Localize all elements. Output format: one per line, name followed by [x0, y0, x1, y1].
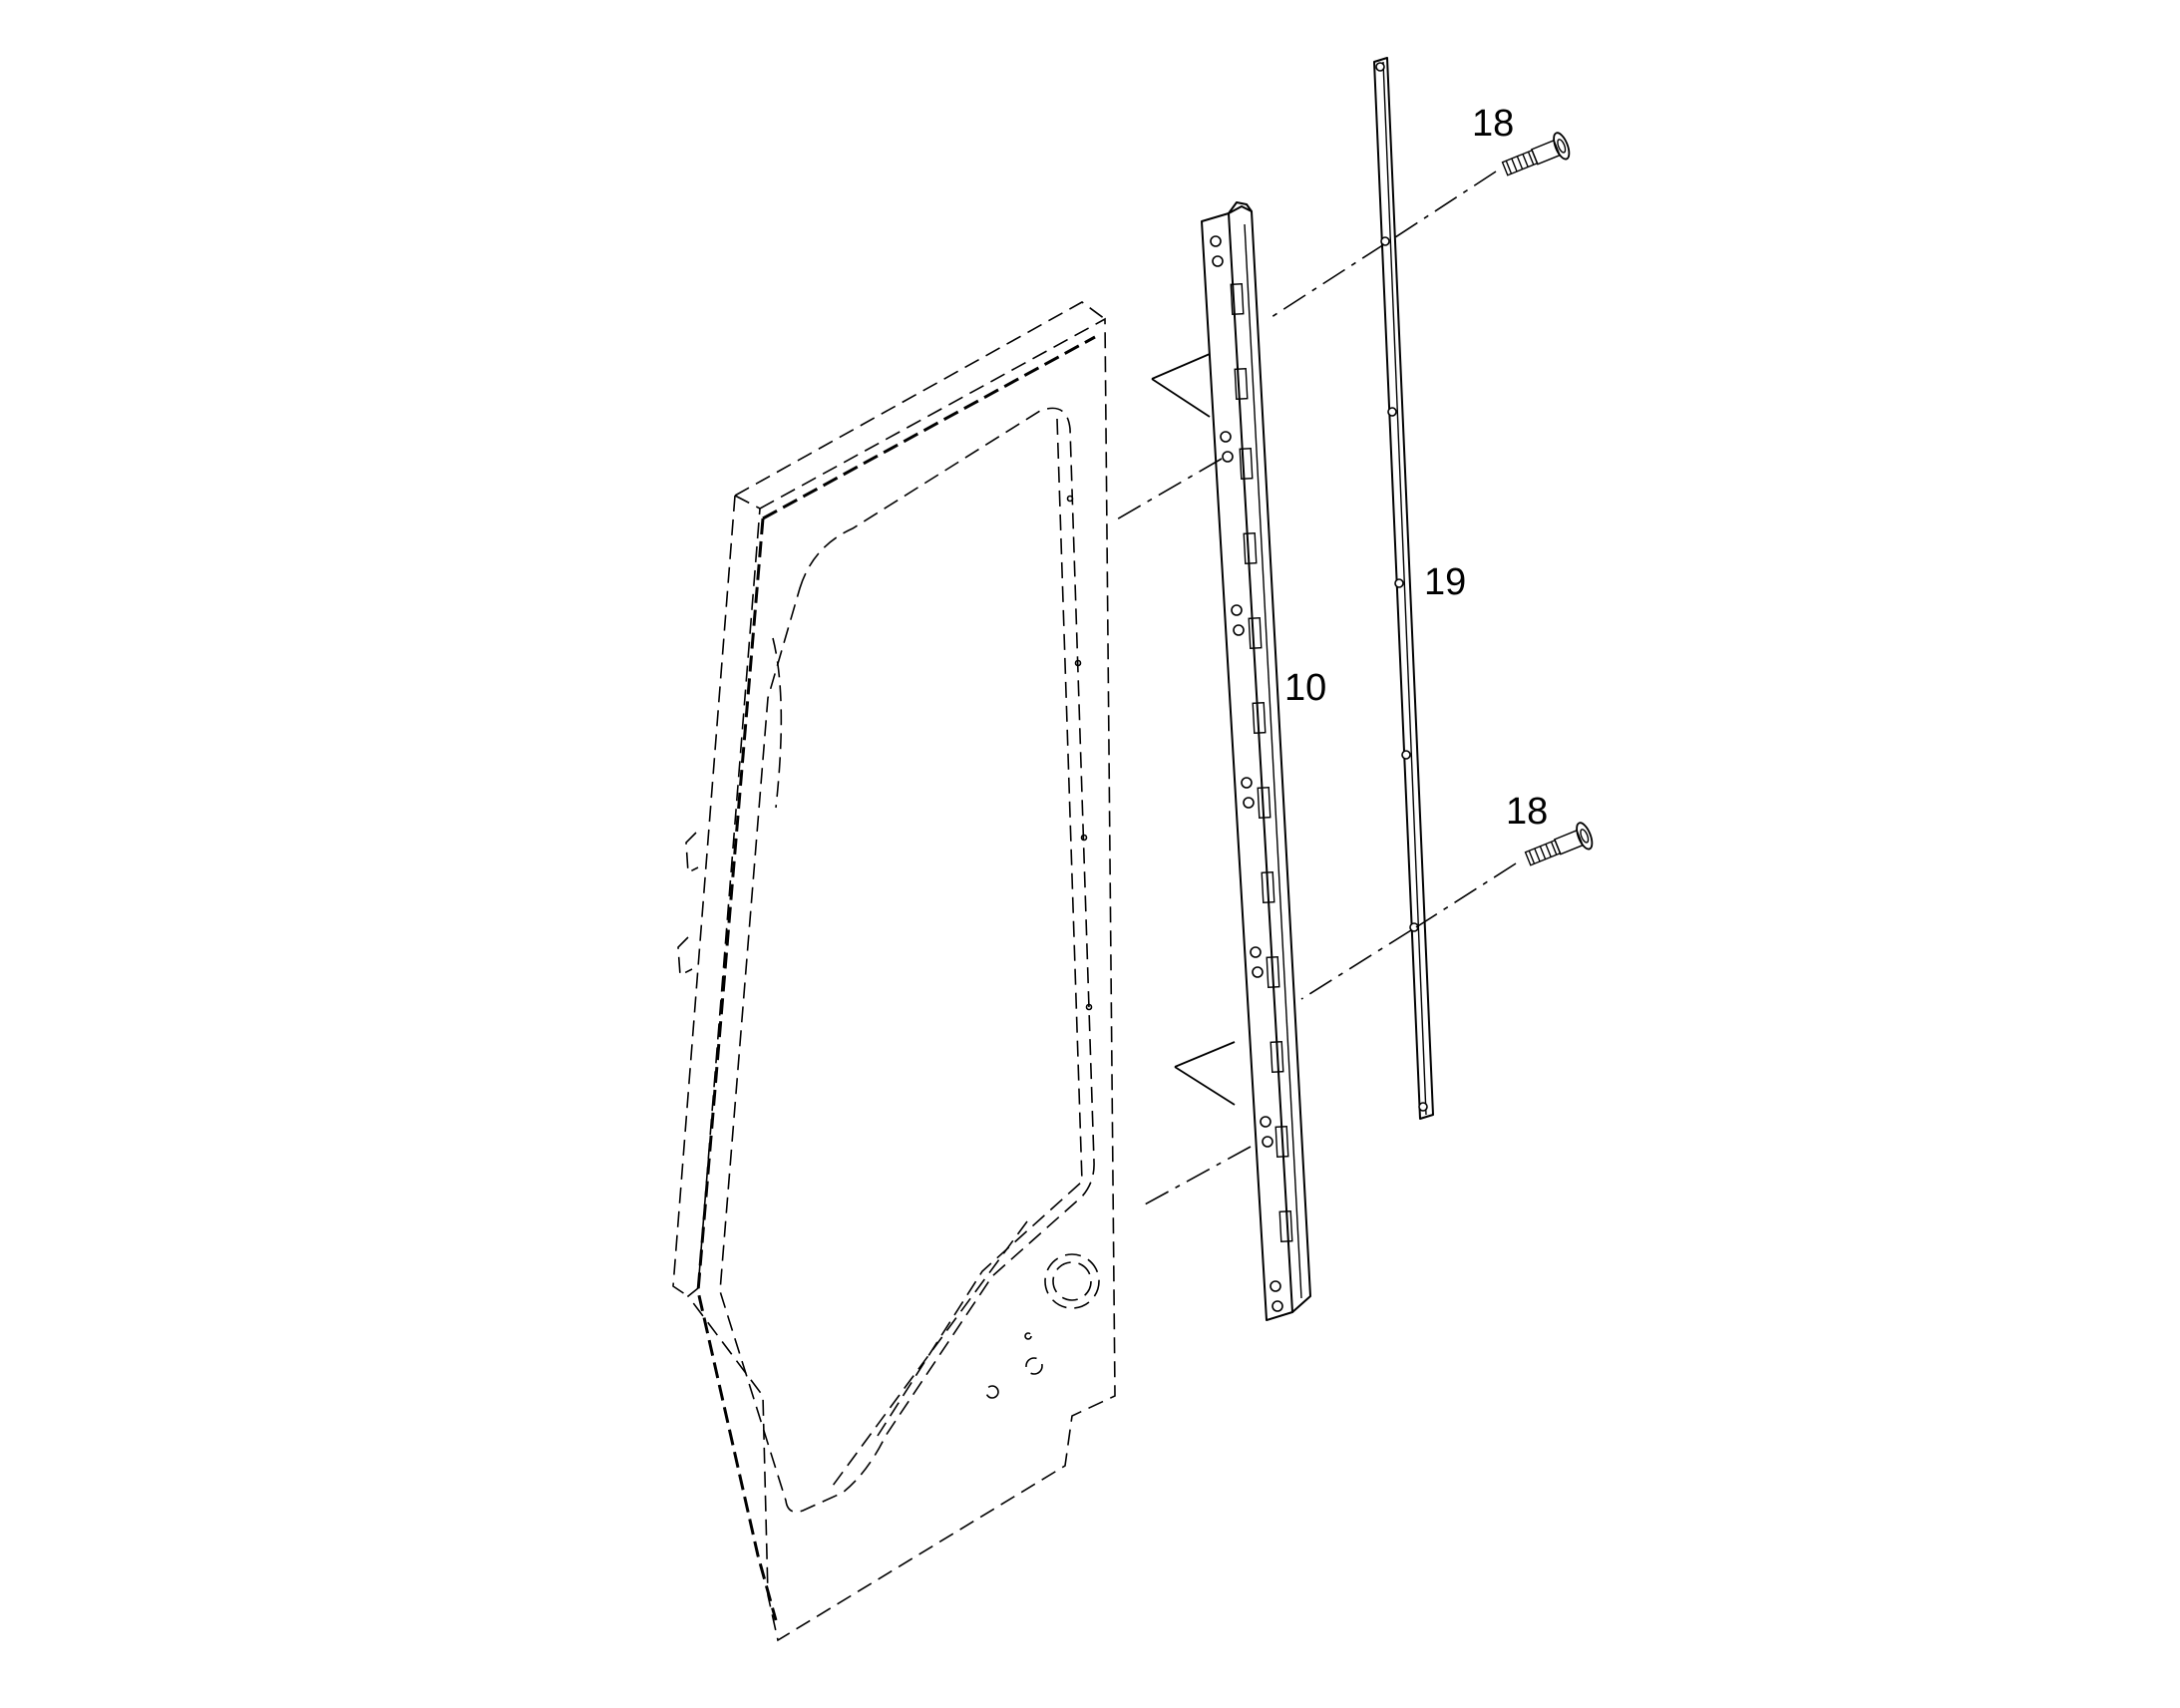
gasket-strip-part: 19: [1373, 57, 1466, 1120]
assembly-leaders: [1114, 171, 1517, 1205]
speaker-hole: [1044, 1253, 1100, 1309]
strip-inner-line: [1382, 61, 1427, 1116]
window-inner-edge: [877, 418, 1083, 1437]
speaker-hole-inner: [1052, 1261, 1092, 1301]
alignment-markers: [1151, 353, 1236, 1106]
bolt-top: [1501, 132, 1571, 176]
door-outline-back: [734, 301, 1106, 497]
door-hole-3: [1024, 1332, 1032, 1340]
door-tab-2: [677, 936, 693, 977]
hinge-knuckles: [1230, 282, 1293, 1242]
door-hole-1: [1025, 1357, 1043, 1375]
callout-18-bottom: 18: [1506, 791, 1548, 833]
lower-panel-crease: [832, 1220, 1028, 1487]
hinge-flange-inner: [1244, 223, 1302, 1299]
side-bulge: [772, 637, 783, 809]
hinge-part: 10: [1201, 201, 1326, 1321]
window-opening: [719, 407, 1095, 1514]
strip-holes: [1375, 62, 1428, 1112]
hinge-leaf-outline: [1201, 212, 1293, 1321]
door-frame: [672, 301, 1116, 1642]
callout-10: 10: [1284, 667, 1326, 709]
callout-18-top: 18: [1472, 103, 1514, 145]
strip-outline: [1373, 57, 1434, 1120]
door-top-corner: [734, 495, 761, 510]
door-outline-front: [686, 317, 1116, 1642]
hinge-top-cap: [1228, 201, 1253, 214]
door-inner-frame: [696, 335, 1096, 1621]
door-back-left-edge: [672, 495, 736, 1297]
callout-19: 19: [1424, 561, 1466, 603]
hinge-holes: [1210, 235, 1283, 1312]
door-hole-2: [985, 1385, 999, 1399]
bolt-bottom: [1524, 822, 1594, 866]
door-fastener-dots: [1066, 495, 1093, 1011]
door-tab-1: [685, 832, 699, 874]
